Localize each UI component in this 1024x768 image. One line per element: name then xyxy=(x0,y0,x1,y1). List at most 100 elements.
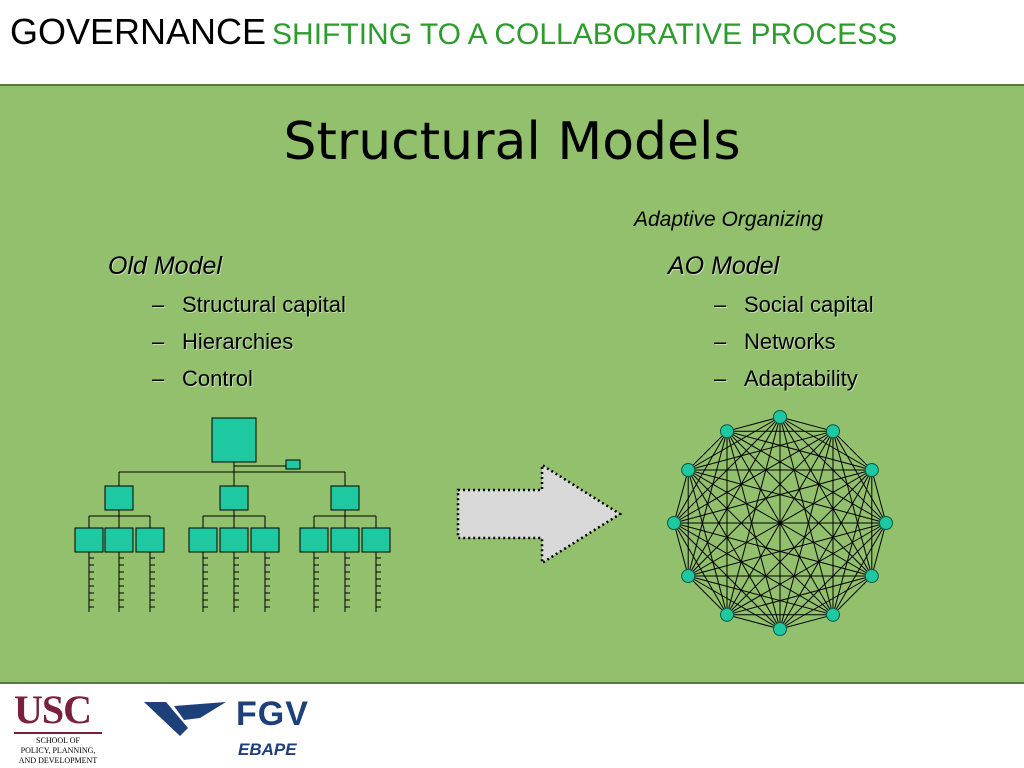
old-model-item-label: Structural capital xyxy=(182,292,346,317)
network-edge xyxy=(726,431,781,630)
org-unit-box xyxy=(250,527,280,553)
ao-model-item-label: Adaptability xyxy=(744,366,858,391)
org-unit-box xyxy=(188,527,218,553)
network-edge xyxy=(726,416,781,432)
fgv-logo: FGV EBAPE xyxy=(144,692,308,766)
fgv-mark-icon xyxy=(144,702,226,736)
fgv-ebape-label: EBAPE xyxy=(238,740,297,759)
ao-model-list: –Social capital –Networks –Adaptability xyxy=(714,292,874,403)
network-edge xyxy=(673,522,689,577)
old-model-heading: Old Model xyxy=(108,252,222,280)
org-unit-box xyxy=(104,527,134,553)
org-unit-box xyxy=(74,527,104,553)
network-edge xyxy=(687,430,834,577)
network-edge xyxy=(726,469,873,616)
org-root-box xyxy=(211,417,257,463)
network-edge xyxy=(871,522,887,577)
slide-title: Structural Models xyxy=(283,112,741,172)
network-node xyxy=(826,424,840,439)
content-panel: Structural Models Adaptive Organizing Ol… xyxy=(0,84,1024,684)
network-edge xyxy=(687,469,781,630)
bullet-dash: – xyxy=(714,366,727,391)
slide-footer: USC SCHOOL OF POLICY, PLANNING, AND DEVE… xyxy=(0,686,1024,768)
network-graph xyxy=(667,410,893,636)
network-edge xyxy=(871,469,887,524)
org-chart-connectors xyxy=(88,462,377,528)
network-edge xyxy=(779,416,834,432)
bullet-dash: – xyxy=(714,329,727,354)
network-node xyxy=(879,516,893,530)
org-unit-box xyxy=(135,527,165,553)
network-edge xyxy=(687,575,728,616)
network-edge xyxy=(687,431,728,577)
network-edge xyxy=(779,614,834,630)
fgv-wordmark: FGV xyxy=(236,695,309,733)
network-edge xyxy=(779,416,834,615)
old-model-item-label: Control xyxy=(182,366,253,391)
network-node xyxy=(864,569,879,583)
org-chart-boxes xyxy=(74,417,391,553)
network-edge xyxy=(673,522,872,577)
ao-model-heading: AO Model xyxy=(668,252,780,280)
network-edge xyxy=(673,522,728,616)
bullet-dash: – xyxy=(152,329,165,354)
ao-model-item: –Networks xyxy=(714,329,874,366)
ao-model-item-label: Networks xyxy=(744,329,836,354)
network-node xyxy=(864,463,879,477)
network-node xyxy=(720,607,734,622)
network-edge xyxy=(687,469,834,616)
network-nodes xyxy=(667,410,893,636)
org-chart-leaf-lines xyxy=(88,552,381,612)
usc-rule xyxy=(14,732,102,734)
org-unit-box xyxy=(361,527,391,553)
old-model-item: –Structural capital xyxy=(152,292,346,329)
org-unit-box xyxy=(219,527,249,553)
usc-wordmark: USC xyxy=(14,687,92,732)
network-edge xyxy=(673,469,872,524)
network-edge xyxy=(687,575,781,630)
network-node xyxy=(826,607,840,622)
network-node xyxy=(720,424,734,439)
network-edge xyxy=(726,430,873,577)
network-node xyxy=(773,410,787,424)
network-edge xyxy=(688,522,887,577)
old-model-list: –Structural capital –Hierarchies –Contro… xyxy=(152,292,346,403)
network-edge xyxy=(688,469,887,524)
network-edge xyxy=(726,430,887,524)
network-edge xyxy=(832,430,873,471)
network-edges xyxy=(673,416,887,630)
org-manager-box xyxy=(104,485,134,511)
old-model-item-label: Hierarchies xyxy=(182,329,294,354)
network-edge xyxy=(779,431,834,630)
network-edge xyxy=(673,522,834,616)
network-node xyxy=(667,516,681,530)
old-model-item: –Control xyxy=(152,366,346,403)
network-node xyxy=(681,463,696,477)
usc-school-line: AND DEVELOPMENT xyxy=(18,756,98,765)
org-staff-box xyxy=(285,459,301,470)
network-node xyxy=(773,622,787,636)
network-edge xyxy=(687,469,728,615)
usc-logo: USC SCHOOL OF POLICY, PLANNING, AND DEVE… xyxy=(12,688,104,766)
org-manager-box xyxy=(330,485,360,511)
org-unit-box xyxy=(330,527,360,553)
header-subtitle: SHIFTING TO A COLLABORATIVE PROCESS xyxy=(272,18,898,51)
usc-school-line: POLICY, PLANNING, xyxy=(20,746,96,755)
network-edge xyxy=(726,614,781,630)
network-edge xyxy=(687,430,728,471)
bullet-dash: – xyxy=(152,366,165,391)
bullet-dash: – xyxy=(152,292,165,317)
network-edge xyxy=(673,469,689,524)
bullet-dash: – xyxy=(714,292,727,317)
org-manager-box xyxy=(219,485,249,511)
network-edge xyxy=(832,575,873,616)
network-edge xyxy=(726,430,834,616)
org-unit-box xyxy=(299,527,329,553)
old-model-item: –Hierarchies xyxy=(152,329,346,366)
network-edge xyxy=(726,416,781,615)
ao-model-item: –Social capital xyxy=(714,292,874,329)
transition-arrow-icon xyxy=(456,462,623,566)
adaptive-organizing-caption: Adaptive Organizing xyxy=(634,208,824,231)
network-edge xyxy=(673,430,728,524)
